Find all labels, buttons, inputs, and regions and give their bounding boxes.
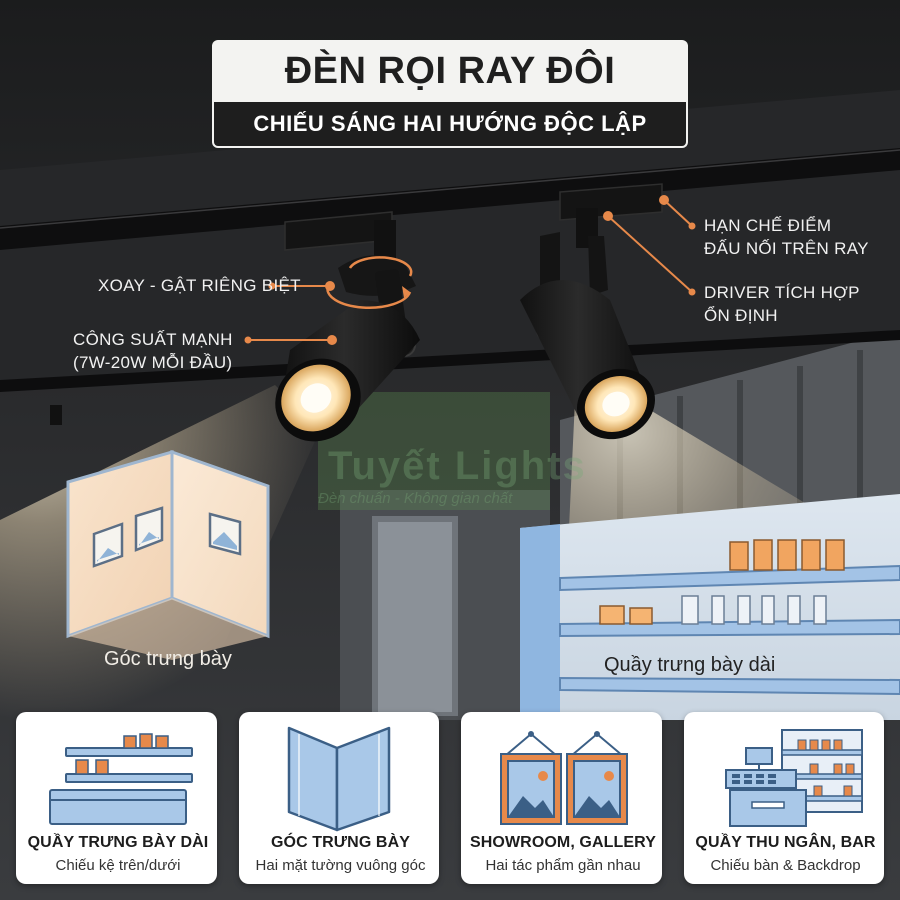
watermark-slogan: Đèn chuẩn - Không gian chất bbox=[318, 490, 513, 507]
long-shelf-illustration bbox=[520, 494, 900, 720]
corner-display-illustration bbox=[66, 449, 270, 660]
card-subtitle: Hai tác phẩm gần nhau bbox=[485, 857, 641, 874]
watermark-brand: Tuyết Lights bbox=[328, 444, 587, 488]
card-title: QUẦY THU NGÂN, BAR bbox=[695, 834, 876, 851]
callout-driver-line2: ỔN ĐỊNH bbox=[704, 306, 778, 325]
callout-connection-points: HẠN CHẾ ĐIỂM ĐẤU NỐI TRÊN RAY bbox=[704, 214, 884, 260]
callout-connection-line1: HẠN CHẾ ĐIỂM bbox=[704, 216, 832, 235]
right-spotlight bbox=[520, 208, 655, 440]
card-cashier-bar: QUẦY THU NGÂN, BAR Chiếu bàn & Backdrop bbox=[683, 712, 884, 884]
card-showroom-gallery: SHOWROOM, GALLERY Hai tác phẩm gần nhau bbox=[461, 712, 662, 884]
cash-register-icon bbox=[724, 729, 863, 827]
card-subtitle: Chiếu bàn & Backdrop bbox=[710, 857, 861, 874]
callout-power-range: (7W-20W MỖI ĐẦU) bbox=[73, 353, 233, 372]
long-shelf-label: Quầy trưng bày dài bbox=[604, 654, 776, 676]
card-long-shelf: QUẦY TRƯNG BÀY DÀI Chiếu kệ trên/dưới bbox=[16, 712, 217, 884]
application-cards: QUẦY TRƯNG BÀY DÀI Chiếu kệ trên/dưới GÓ… bbox=[16, 712, 884, 884]
left-spotlight bbox=[275, 220, 420, 442]
callout-rotate: XOAY - GẬT RIÊNG BIỆT bbox=[98, 276, 301, 295]
card-title: GÓC TRƯNG BÀY bbox=[270, 834, 411, 851]
callout-connection-line2: ĐẤU NỐI TRÊN RAY bbox=[704, 239, 869, 258]
card-corner-display: GÓC TRƯNG BÀY Hai mặt tường vuông góc bbox=[238, 712, 439, 884]
page-subtitle: CHIẾU SÁNG HAI HƯỚNG ĐỘC LẬP bbox=[212, 102, 688, 148]
card-subtitle: Chiếu kệ trên/dưới bbox=[55, 857, 181, 874]
card-title: QUẦY TRƯNG BÀY DÀI bbox=[27, 834, 209, 851]
page-title: ĐÈN RỌI RAY ĐÔI bbox=[212, 40, 688, 102]
callout-power: CÔNG SUẤT MẠNH bbox=[73, 330, 233, 349]
title-banner: ĐÈN RỌI RAY ĐÔI CHIẾU SÁNG HAI HƯỚNG ĐỘC… bbox=[212, 40, 688, 148]
corner-wall-icon bbox=[287, 726, 390, 832]
framed-pictures-icon bbox=[500, 731, 628, 825]
card-title: SHOWROOM, GALLERY bbox=[470, 834, 656, 851]
callout-driver: DRIVER TÍCH HỢP ỔN ĐỊNH bbox=[704, 281, 884, 327]
callout-driver-line1: DRIVER TÍCH HỢP bbox=[704, 283, 860, 302]
card-subtitle: Hai mặt tường vuông góc bbox=[255, 857, 426, 874]
corner-display-label: Góc trưng bày bbox=[104, 648, 232, 670]
shelf-display-icon bbox=[49, 733, 193, 825]
